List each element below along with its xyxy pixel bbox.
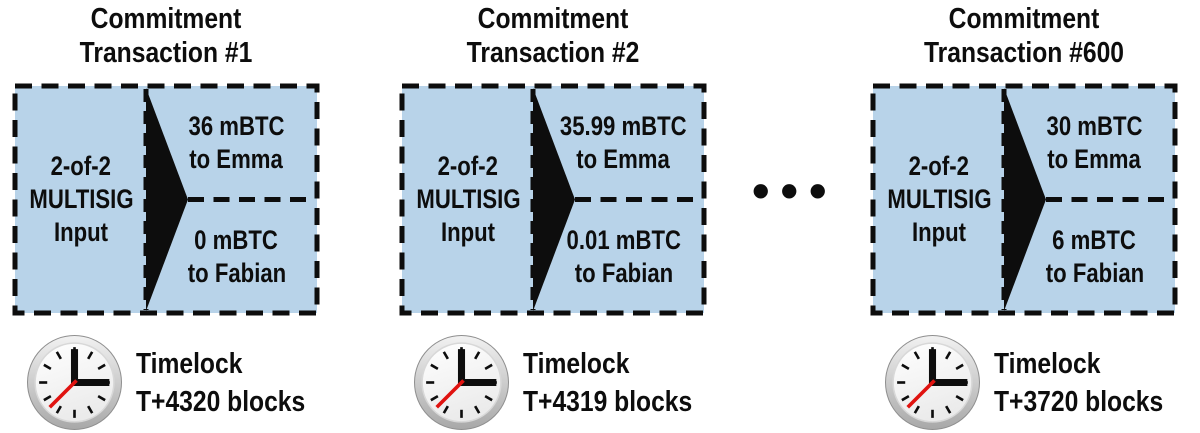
- timelock-text: Timelock T+4319 blocks: [523, 345, 692, 421]
- input-line: MULTISIG: [28, 184, 134, 214]
- output-fabian-cell: 6 mBTC to Fabian: [1016, 202, 1173, 312]
- timelock-text: Timelock T+3720 blocks: [994, 345, 1163, 421]
- output-recipient: to Fabian: [574, 258, 673, 288]
- commitment-panel-600: Commitment Transaction #600 2-of-2 MULTI…: [870, 0, 1178, 433]
- panel-title-line2: Transaction #1: [79, 37, 253, 69]
- panel-title: Commitment Transaction #1: [35, 2, 297, 70]
- output-emma-cell: 36 mBTC to Emma: [158, 88, 315, 198]
- panel-title-line1: Commitment: [948, 3, 1100, 35]
- transaction-box: 2-of-2 MULTISIG Input 35.99 mBTC to Emma…: [399, 83, 707, 316]
- timelock-text: Timelock T+4320 blocks: [136, 345, 305, 421]
- output-recipient: to Emma: [189, 144, 284, 174]
- clock-icon: [27, 335, 122, 430]
- panel-title: Commitment Transaction #600: [893, 2, 1155, 70]
- panel-title-line1: Commitment: [477, 3, 629, 35]
- input-line: 2-of-2: [908, 151, 970, 181]
- output-recipient: to Emma: [1047, 144, 1142, 174]
- output-fabian-cell: 0 mBTC to Fabian: [158, 202, 315, 312]
- input-line: 2-of-2: [437, 151, 499, 181]
- input-line: Input: [911, 217, 967, 247]
- panel-title-line2: Transaction #2: [466, 37, 640, 69]
- output-amount: 6 mBTC: [1052, 225, 1137, 255]
- input-line: MULTISIG: [415, 184, 521, 214]
- output-amount: 0.01 mBTC: [566, 225, 681, 255]
- transaction-box: 2-of-2 MULTISIG Input 36 mBTC to Emma 0 …: [12, 83, 320, 316]
- timelock-value: T+4319 blocks: [523, 385, 693, 418]
- clock-icon: [885, 335, 980, 430]
- input-line: Input: [440, 217, 496, 247]
- output-recipient: to Emma: [576, 144, 671, 174]
- input-line: MULTISIG: [886, 184, 992, 214]
- output-amount: 30 mBTC: [1046, 111, 1143, 141]
- multisig-input-cell: 2-of-2 MULTISIG Input: [403, 87, 533, 312]
- transaction-box-art: [12, 83, 320, 316]
- panel-title-line1: Commitment: [90, 3, 242, 35]
- commitment-panel-1: Commitment Transaction #1 2-of-2 MULTISI…: [12, 0, 320, 433]
- output-amount: 36 mBTC: [188, 111, 285, 141]
- panel-title: Commitment Transaction #2: [422, 2, 684, 70]
- timelock-row: Timelock T+3720 blocks: [884, 334, 1193, 431]
- timelock-label: Timelock: [994, 347, 1101, 380]
- timelock-row: Timelock T+4320 blocks: [26, 334, 335, 431]
- input-line: Input: [53, 217, 109, 247]
- arrow-right-icon: [146, 88, 188, 311]
- output-fabian-cell: 0.01 mBTC to Fabian: [545, 202, 702, 312]
- panel-title-line2: Transaction #600: [923, 37, 1125, 69]
- output-amount: 0 mBTC: [194, 225, 279, 255]
- multisig-input-cell: 2-of-2 MULTISIG Input: [16, 87, 146, 312]
- clock-icon: [414, 335, 509, 430]
- transaction-box: 2-of-2 MULTISIG Input 30 mBTC to Emma 6 …: [870, 83, 1178, 316]
- output-emma-cell: 35.99 mBTC to Emma: [545, 88, 702, 198]
- transaction-box-art: [399, 83, 707, 316]
- timelock-value: T+4320 blocks: [136, 385, 306, 418]
- multisig-input-cell: 2-of-2 MULTISIG Input: [874, 87, 1004, 312]
- ellipsis-dots: •••: [752, 163, 838, 219]
- transaction-box-art: [870, 83, 1178, 316]
- arrow-right-icon: [1004, 88, 1046, 311]
- timelock-value: T+3720 blocks: [994, 385, 1164, 418]
- output-recipient: to Fabian: [187, 258, 286, 288]
- output-amount: 35.99 mBTC: [560, 111, 687, 141]
- input-line: 2-of-2: [50, 151, 112, 181]
- timelock-label: Timelock: [523, 347, 630, 380]
- commitment-panel-2: Commitment Transaction #2 2-of-2 MULTISI…: [399, 0, 707, 433]
- timelock-label: Timelock: [136, 347, 243, 380]
- output-recipient: to Fabian: [1045, 258, 1144, 288]
- output-emma-cell: 30 mBTC to Emma: [1016, 88, 1173, 198]
- timelock-row: Timelock T+4319 blocks: [413, 334, 722, 431]
- arrow-right-icon: [533, 88, 575, 311]
